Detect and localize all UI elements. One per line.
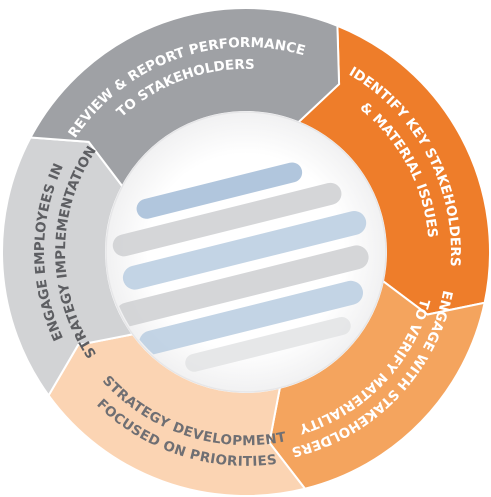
- globe-stripe: [122, 210, 367, 290]
- globe-stripe: [115, 245, 369, 327]
- globe-stripe: [112, 182, 342, 257]
- globe-graphic: [112, 162, 369, 372]
- globe-stripe: [136, 162, 303, 219]
- globe-stripe: [185, 317, 351, 372]
- globe-stripe: [139, 280, 363, 355]
